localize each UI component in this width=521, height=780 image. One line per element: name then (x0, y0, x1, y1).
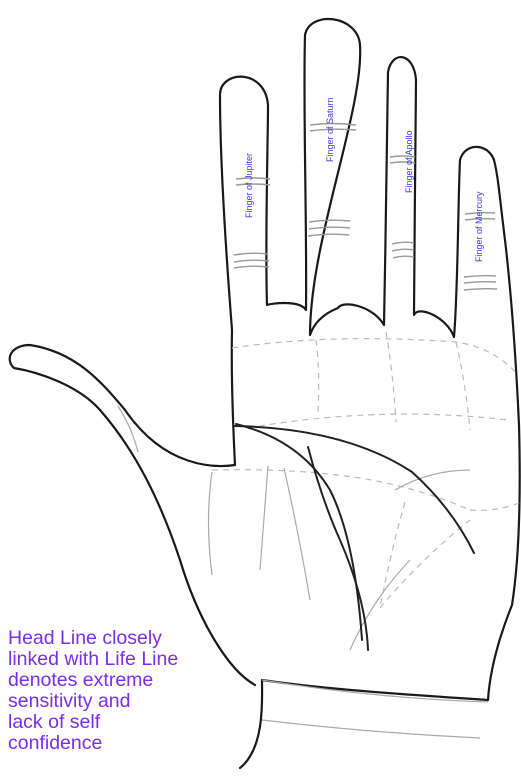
head-line (234, 426, 474, 553)
caption-line-6: confidence (8, 733, 238, 754)
label-finger-apollo: Finger of Apollo (404, 130, 414, 193)
label-finger-saturn: Finger of Saturn (325, 97, 335, 162)
label-finger-mercury: Finger of Mercury (474, 191, 484, 262)
caption-line-2: linked with Life Line (8, 649, 238, 670)
caption-line-3: denotes extreme (8, 670, 238, 691)
mount-boundaries (212, 332, 519, 608)
caption-line-1: Head Line closely (8, 628, 238, 649)
caption: Head Line closely linked with Life Line … (8, 628, 238, 754)
label-finger-jupiter: Finger of Jupiter (244, 153, 254, 218)
caption-line-4: sensitivity and (8, 691, 238, 712)
life-line (236, 424, 362, 640)
caption-line-5: lack of self (8, 712, 238, 733)
palm-lines (234, 424, 474, 650)
